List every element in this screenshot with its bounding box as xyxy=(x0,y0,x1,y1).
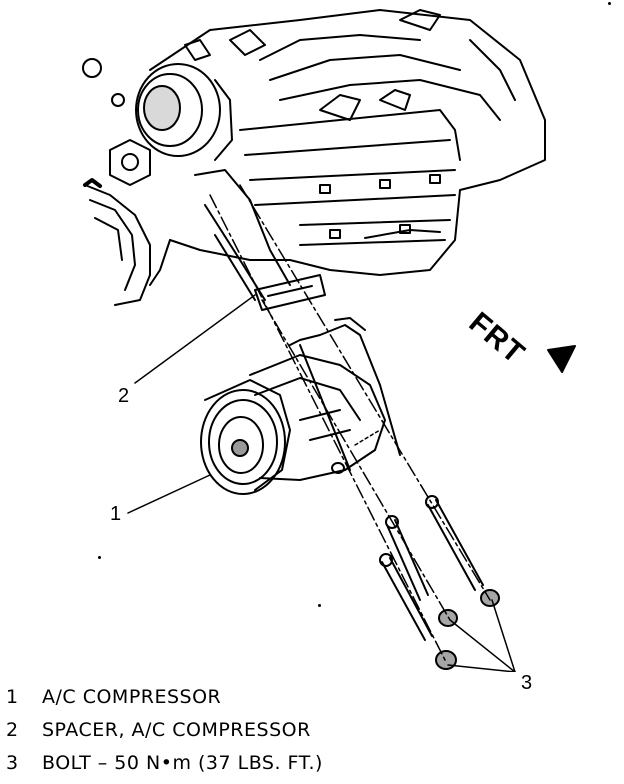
legend-item: 1 A/C COMPRESSOR xyxy=(6,680,606,713)
legend-text: SPACER, A/C COMPRESSOR xyxy=(42,718,311,741)
crank-pulley xyxy=(82,58,233,186)
leader-line-1 xyxy=(127,474,211,514)
legend-number: 1 xyxy=(6,685,19,708)
parts-legend: 1 A/C COMPRESSOR 2 SPACER, A/C COMPRESSO… xyxy=(6,680,606,779)
engine-block xyxy=(149,9,546,286)
front-arrow-icon xyxy=(547,345,576,373)
callout-3: 3 xyxy=(521,672,533,694)
leader-line-2 xyxy=(134,294,256,384)
leader-line-3b xyxy=(447,664,516,672)
leader-line-3a xyxy=(449,619,516,672)
legend-item: 3 BOLT – 50 N•m (37 LBS. FT.) xyxy=(6,746,606,779)
legend-text: BOLT – 50 N•m (37 LBS. FT.) xyxy=(42,751,323,774)
callout-1: 1 xyxy=(110,503,122,525)
harmonic-balancer xyxy=(83,178,151,306)
compressor-bracket xyxy=(194,169,326,311)
leader-line-3c xyxy=(491,599,516,672)
bolt-centerlines xyxy=(209,184,491,661)
legend-number: 3 xyxy=(6,751,19,774)
leader-lines xyxy=(127,294,516,672)
engine-ac-compressor-illustration xyxy=(82,9,576,672)
compressor-mount-plate xyxy=(289,317,401,471)
ac-compressor xyxy=(200,354,386,495)
legend-number: 2 xyxy=(6,718,19,741)
legend-item: 2 SPACER, A/C COMPRESSOR xyxy=(6,713,606,746)
callout-2: 2 xyxy=(118,385,130,407)
legend-text: A/C COMPRESSOR xyxy=(42,685,222,708)
compressor-bolts xyxy=(379,495,500,670)
